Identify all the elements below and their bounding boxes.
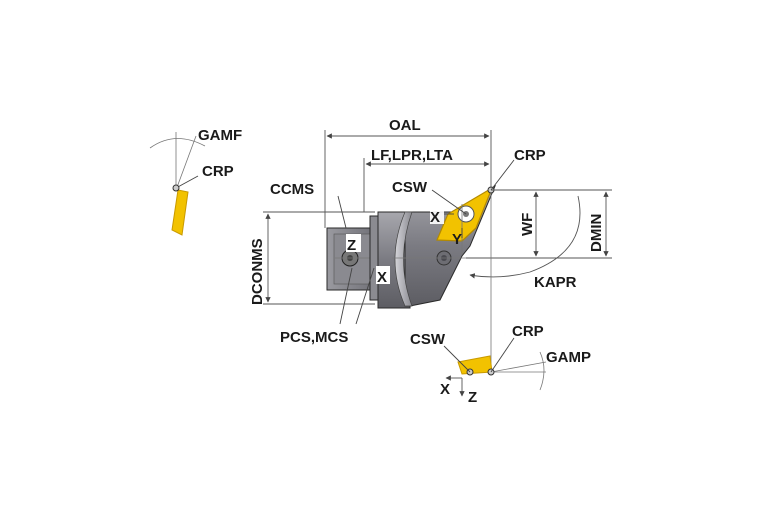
dmin-label: DMIN <box>588 214 605 252</box>
crp-label-top: CRP <box>514 147 546 164</box>
bottom-view-gamp: CSW CRP GAMP X Z <box>410 192 591 406</box>
z-axis-label-main: Z <box>347 237 356 254</box>
csw-label-bottom: CSW <box>410 331 446 348</box>
wf-label: WF <box>519 213 536 236</box>
x-axis-label-main: X <box>377 269 387 286</box>
crp-point-left <box>172 184 180 192</box>
lf-lpr-lta-label: LF,LPR,LTA <box>371 147 453 164</box>
gamp-label: GAMP <box>546 349 591 366</box>
oal-label: OAL <box>389 117 421 134</box>
dconms-label: DCONMS <box>249 238 266 305</box>
side-view-gamf: GAMF CRP <box>149 127 242 236</box>
length-dimensions: OAL LF,LPR,LTA <box>324 117 492 228</box>
y-axis-label-insert: Y <box>452 231 462 248</box>
x-axis-label-bottom: X <box>440 381 450 398</box>
csw-label-top: CSW <box>392 179 428 196</box>
crp-label-bottom: CRP <box>512 323 544 340</box>
ccms-label: CCMS <box>270 181 314 198</box>
head-curve-face <box>394 211 413 307</box>
x-axis-label-insert: X <box>430 209 440 226</box>
pcs-mcs-label: PCS,MCS <box>280 329 348 346</box>
side-insert-gamf <box>171 189 189 236</box>
z-axis-label-bottom: Z <box>468 389 477 406</box>
pcs-mcs-callout: PCS,MCS <box>280 267 375 346</box>
crp-label-left: CRP <box>202 163 234 180</box>
kapr-label: KAPR <box>534 274 577 291</box>
right-dimensions: WF DMIN KAPR CRP CSW CCMS <box>270 147 612 291</box>
main-tool: DCONMS Z X X Y <box>249 184 520 309</box>
gamf-label: GAMF <box>198 127 242 144</box>
